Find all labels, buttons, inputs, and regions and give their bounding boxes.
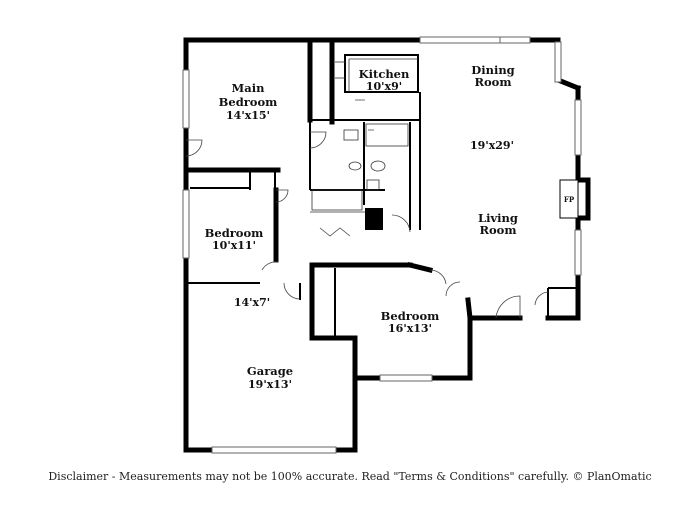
bedroom-right-size: 16'x13' [388,322,432,335]
living-label-1: Living [478,211,518,225]
hall-size: 14'x7' [234,296,270,309]
disclaimer-text: Disclaimer - Measurements may not be 100… [48,470,652,483]
living-dining-size: 19'x29' [470,139,514,152]
fireplace-label: FP [564,195,575,204]
dining-label-1: Dining [471,63,514,77]
kitchen-label: Kitchen [359,67,410,81]
main-bedroom-size: 14'x15' [226,109,270,122]
bedroom-left-size: 10'x11' [212,239,256,252]
living-label-2: Room [479,223,516,237]
interior-walls [183,39,579,381]
main-bedroom-label-2: Bedroom [219,95,278,109]
windows [182,36,582,454]
main-bedroom-label-1: Main [232,81,266,95]
dining-label-2: Room [474,75,511,89]
bedroom-right-label: Bedroom [381,309,440,323]
exterior-walls [183,37,591,453]
garage-size: 19'x13' [248,378,292,391]
floor-plan: Main Bedroom 14'x15' Kitchen 10'x9' Dini… [182,36,591,454]
doors [185,99,549,319]
kitchen-size: 10'x9' [366,80,402,93]
garage-label: Garage [247,364,293,378]
bedroom-left-label: Bedroom [205,226,264,240]
